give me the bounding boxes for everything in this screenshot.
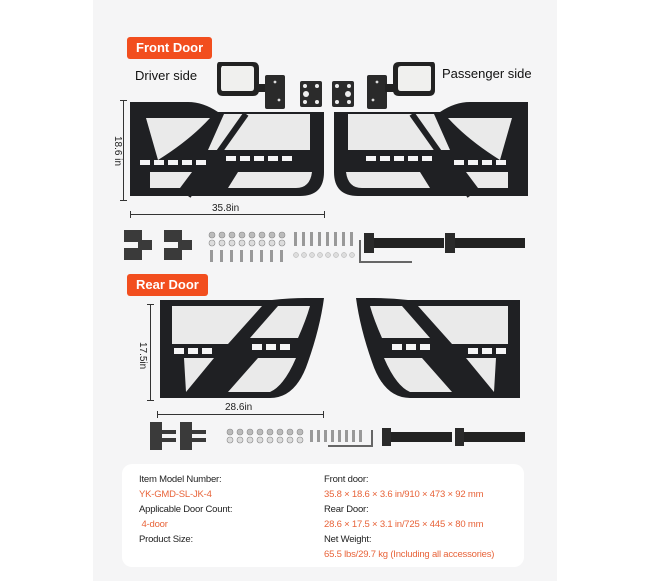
rear-door-driver-icon <box>160 298 324 398</box>
net-weight-label: Net Weight: <box>324 534 372 545</box>
front-width-tick-left <box>130 211 131 218</box>
front-width-label: 35.8in <box>212 203 240 214</box>
specs-card: Item Model Number: YK-GMD-SL-JK-4 Applic… <box>122 464 524 567</box>
front-door-size-value: 35.8 × 18.6 × 3.6 in/910 × 473 × 92 mm <box>324 489 484 500</box>
front-hardware-kit-icon <box>124 230 412 263</box>
rear-door-size-label: Rear Door: <box>324 504 369 515</box>
passenger-side-label: Passenger side <box>442 66 532 81</box>
product-size-label: Product Size: <box>139 534 193 545</box>
passenger-mirror-bracket-icon <box>332 81 354 107</box>
driver-side-label: Driver side <box>135 68 198 83</box>
rear-hardware-kit-icon <box>150 422 373 450</box>
rear-strap-left-icon <box>382 428 452 446</box>
door-count-label: Applicable Door Count: <box>139 504 233 515</box>
rear-door-badge: Rear Door <box>127 274 208 296</box>
net-weight-value: 65.5 lbs/29.7 kg (Including all accessor… <box>324 549 495 560</box>
driver-mirror-icon <box>217 62 285 109</box>
front-width-dimension-line <box>130 214 324 215</box>
rear-height-tick-bottom <box>147 400 154 401</box>
front-height-tick-bottom <box>120 200 127 201</box>
front-door-passenger-icon <box>334 102 528 198</box>
rear-height-dimension-line <box>150 304 151 400</box>
model-number-label: Item Model Number: <box>139 474 222 485</box>
front-door-badge: Front Door <box>127 37 213 59</box>
rear-width-tick-right <box>323 411 324 418</box>
passenger-mirror-icon <box>367 62 435 109</box>
rear-door-size-value: 28.6 × 17.5 × 3.1 in/725 × 445 × 80 mm <box>324 519 484 530</box>
rear-width-tick-left <box>157 411 158 418</box>
model-number-value: YK-GMD-SL-JK-4 <box>139 489 212 500</box>
door-count-value: 4-door <box>139 519 168 530</box>
front-height-label: 18.6 in <box>112 136 123 167</box>
rear-height-label: 17.5in <box>137 342 148 370</box>
rear-door-passenger-icon <box>356 298 520 398</box>
rear-width-label: 28.6in <box>225 402 253 413</box>
front-height-tick-top <box>120 100 127 101</box>
front-width-tick-right <box>324 211 325 218</box>
rear-strap-right-icon <box>455 428 525 446</box>
driver-mirror-bracket-icon <box>300 81 322 107</box>
rear-height-tick-top <box>147 304 154 305</box>
specs-right-column: Front door: 35.8 × 18.6 × 3.6 in/910 × 4… <box>324 472 494 562</box>
front-height-dimension-line <box>123 100 124 200</box>
front-strap-left-icon <box>364 233 444 253</box>
specs-left-column: Item Model Number: YK-GMD-SL-JK-4 Applic… <box>139 472 232 547</box>
front-strap-right-icon <box>445 233 525 253</box>
front-door-size-label: Front door: <box>324 474 369 485</box>
rear-width-dimension-line <box>157 414 323 415</box>
front-door-driver-icon <box>130 102 324 198</box>
